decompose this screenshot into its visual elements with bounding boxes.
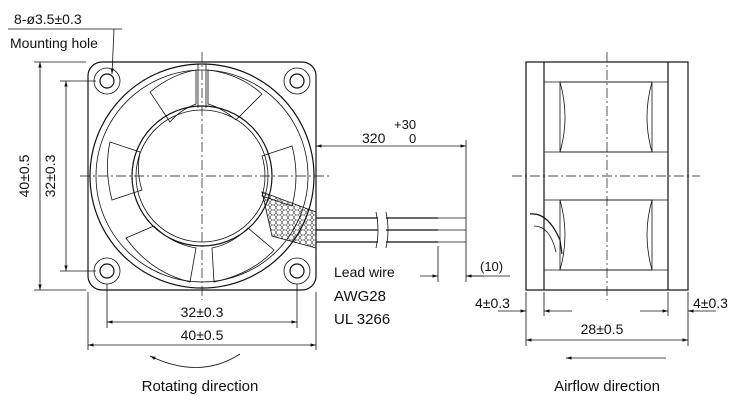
lead-wire (316, 140, 510, 282)
lead-length-dim: 320 (362, 130, 386, 146)
airflow-label: Airflow direction (554, 378, 660, 395)
mounting-hole-dim: 8-ø3.5±0.3 (14, 11, 82, 27)
side-view (498, 52, 716, 360)
rotation-arrow (149, 353, 241, 368)
mounting-hole-label: Mounting hole (10, 35, 98, 51)
mounting-holes (93, 67, 311, 285)
width-pitch-dim: 32±0.3 (181, 304, 224, 320)
front-view (8, 28, 330, 368)
depth-dim: 28±0.5 (581, 321, 624, 337)
lead-wire-standard: UL 3266 (334, 311, 390, 328)
lead-tol-plus: +30 (394, 117, 416, 132)
width-outer-dim: 40±0.5 (181, 327, 224, 343)
flange-left-dim: 4±0.3 (475, 295, 510, 311)
wire-channel (261, 191, 317, 249)
strip-length-dim: (10) (480, 259, 503, 274)
rotation-label: Rotating direction (142, 378, 259, 395)
lead-wire-label: Lead wire (334, 264, 395, 280)
side-wire-exit (529, 213, 563, 255)
lead-wire-gauge: AWG28 (334, 288, 386, 305)
flange-right-dim: 4±0.3 (693, 295, 728, 311)
height-pitch-dim: 32±0.3 (42, 154, 58, 197)
lead-tol-minus: 0 (409, 131, 416, 146)
height-outer-dim: 40±0.5 (16, 154, 32, 197)
